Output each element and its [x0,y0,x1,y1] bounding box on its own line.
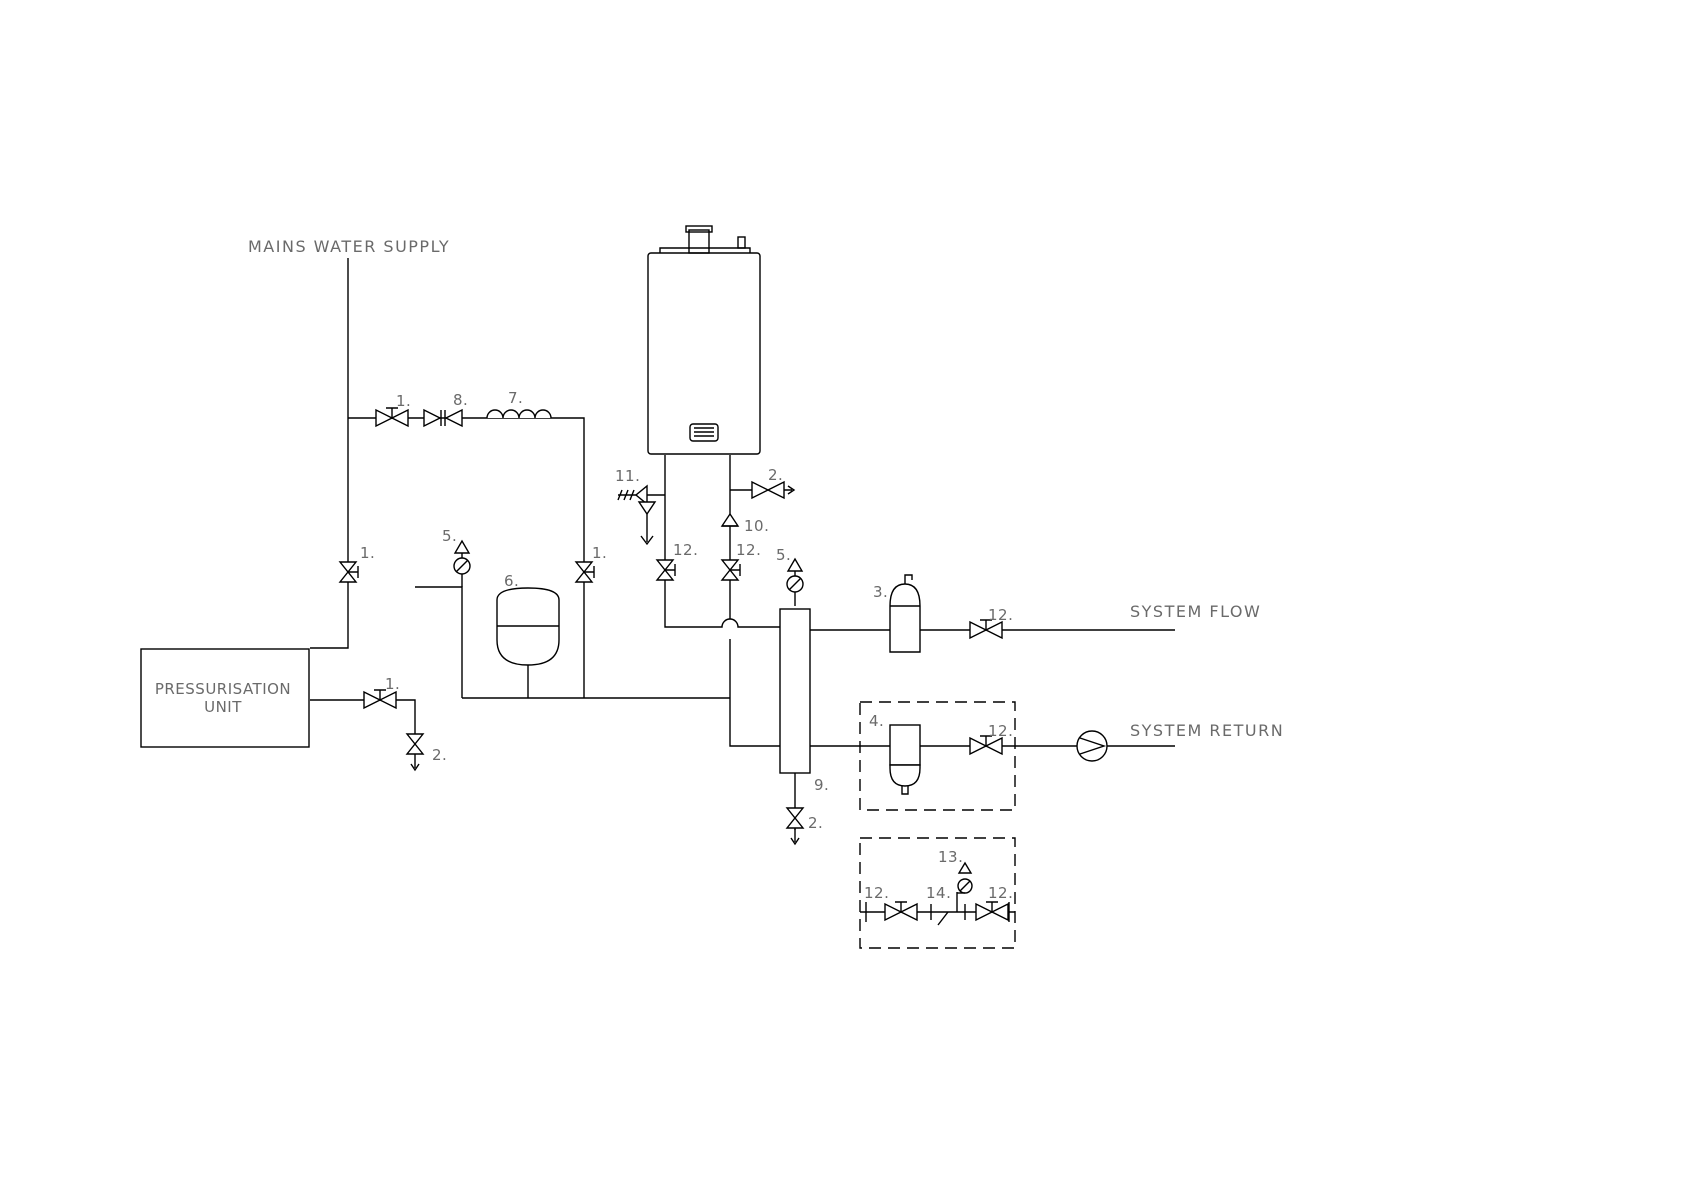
callout-14: 14. [926,884,951,902]
callout-9: 9. [814,776,829,794]
callout-1-pu: 1. [385,675,400,693]
drain-valve-2-boiler [752,482,794,498]
callout-12-flow: 12. [988,606,1013,624]
drain-valve-2-header [787,808,803,844]
callout-4: 4. [869,712,884,730]
check-valve-10 [722,514,738,526]
callout-5-left: 5. [442,527,457,545]
isolating-valve-1-right [576,562,594,582]
callout-12-return: 12. [988,722,1013,740]
pressurisation-unit-label-1: PRESSURISATION [155,680,291,698]
callout-12-box-right: 12. [988,884,1013,902]
air-separator-3 [890,575,920,652]
callout-6: 6. [504,572,519,590]
air-vent-5-left [454,541,470,587]
label-system-return: SYSTEM RETURN [1130,721,1284,740]
isolating-valve-12-boiler-right [722,560,740,580]
callout-2-pu: 2. [432,746,447,764]
callout-11: 11. [615,467,640,485]
isolating-valve-1-mains [340,562,358,582]
callout-7: 7. [508,389,523,407]
dirt-separator-4 [890,725,920,794]
flexible-hose-7 [487,410,551,418]
callout-10: 10. [744,517,769,535]
callout-8: 8. [453,391,468,409]
callout-5-header: 5. [776,546,791,564]
isolating-valve-1-top [376,408,408,426]
callout-12-boiler-left: 12. [673,541,698,559]
expansion-vessel [497,588,559,665]
label-system-flow: SYSTEM FLOW [1130,602,1261,621]
callout-2-boiler: 2. [768,466,783,484]
isolating-valve-12-boiler-left [657,560,675,580]
callout-12-box-left: 12. [864,884,889,902]
callout-13: 13. [938,848,963,866]
low-loss-header [780,609,810,773]
callout-3: 3. [873,583,888,601]
label-mains-water-supply: MAINS WATER SUPPLY [248,237,450,256]
callout-12-boiler-right: 12. [736,541,761,559]
circulating-pump [1077,731,1107,761]
boiler [648,226,760,454]
callout-2-header: 2. [808,814,823,832]
callout-1-right: 1. [592,544,607,562]
callout-1-mains: 1. [360,544,375,562]
drain-valve-2-pu [407,734,423,770]
callout-1-top: 1. [396,392,411,410]
pressurisation-unit-label-2: UNIT [204,698,242,716]
